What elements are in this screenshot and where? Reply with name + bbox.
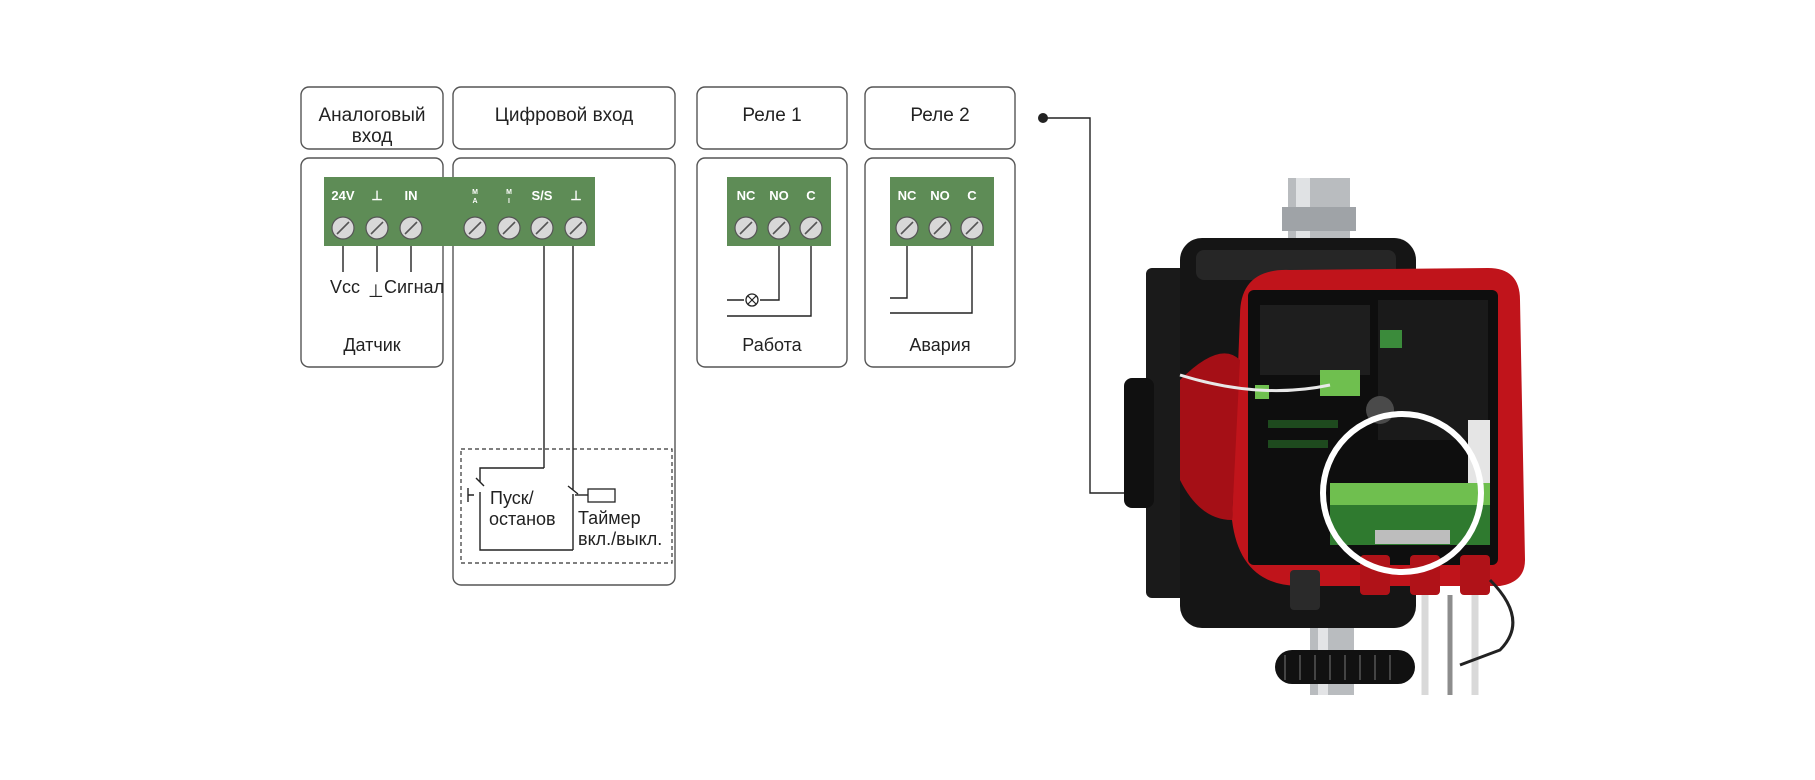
digital-input-header-box [452,86,676,150]
pump-highlight-circle [1320,411,1484,575]
terminal-screw [399,216,423,240]
terminal-screw [564,216,588,240]
terminal-screw [767,216,791,240]
start-stop-label-line2: останов [489,509,556,529]
timer-label-line2: вкл./выкл. [578,529,662,549]
relay2-device-label: Авария [909,335,970,355]
switch-area [460,448,673,564]
analog-input-title-line1: Аналоговый [318,105,425,126]
relay2-header-box [864,86,1016,150]
relay2-section: Реле 2 NC NO C Авария [864,86,1016,368]
terminal-ground-label: ⊥ [570,188,581,203]
digital-input-title: Цифровой вход [495,105,633,126]
analog-input-title-line2: вход [352,126,393,147]
wire-label-ground: ⊥ [368,281,384,301]
relay1-title: Реле 1 [742,105,801,126]
terminal-screw [960,216,984,240]
start-stop-switch [467,488,573,551]
terminal-in-label: IN [405,188,418,203]
start-stop-label-line1: Пуск/ [490,488,534,508]
relay1-section: Реле 1 NC NO C Работа [696,86,848,368]
terminal-screw [331,216,355,240]
terminal-screw [928,216,952,240]
terminal-screw [365,216,389,240]
relay2-c-label: C [967,188,977,203]
terminal-screw [799,216,823,240]
pump-cable [1459,578,1515,667]
relay1-common-wire [727,246,812,317]
terminal-ma-bottom: A [472,198,477,205]
relay2-nc-label: NC [898,188,917,203]
digital-input-section: Цифровой вход M A M I S/S ⊥ Пуск/ остано… [430,86,676,586]
digital-input-body-box [452,157,676,586]
relay1-no-label: NO [769,188,789,203]
pump-flange [1146,268,1186,598]
terminal-mi-bottom: I [508,198,510,205]
terminal-ss-label: S/S [532,188,553,203]
terminal-24v-label: 24V [331,188,354,203]
relay2-nc-wire [890,246,908,299]
switch-contact [475,477,485,487]
start-stop-wire [479,467,544,482]
terminal-screw [895,216,919,240]
pump-illustration [1124,178,1525,695]
pump-coiled-cable [1275,650,1415,684]
terminal-ground-label: ⊥ [371,188,382,203]
relay2-common-wire [890,246,973,314]
pump-ribbon-cable [1179,373,1331,393]
relay1-lamp-wire [727,246,780,301]
relay2-title: Реле 2 [910,105,969,126]
terminal-screw [530,216,554,240]
analog-input-section: Аналоговый вход 24V ⊥ IN Vcc ⊥ Сигнал Да… [300,86,444,368]
terminal-screw [497,216,521,240]
timer-label-line1: Таймер [578,508,641,528]
analog-input-header-box [300,86,444,150]
relay2-no-label: NO [930,188,950,203]
timer-relay-coil [587,488,616,503]
pump-terminal-strip [1330,483,1490,505]
relay1-c-label: C [806,188,816,203]
relay1-nc-label: NC [737,188,756,203]
terminal-mi-top: M [506,189,512,196]
sensor-label: Датчик [343,335,400,355]
lamp-icon [745,293,759,307]
terminal-ma-top: M [472,189,478,196]
relay1-device-label: Работа [742,335,802,355]
terminal-screw [463,216,487,240]
terminal-screw [734,216,758,240]
wire-label-signal: Сигнал [384,277,444,297]
wire-label-vcc: Vcc [330,277,360,297]
relay1-header-box [696,86,848,150]
timer-switch [567,480,579,550]
